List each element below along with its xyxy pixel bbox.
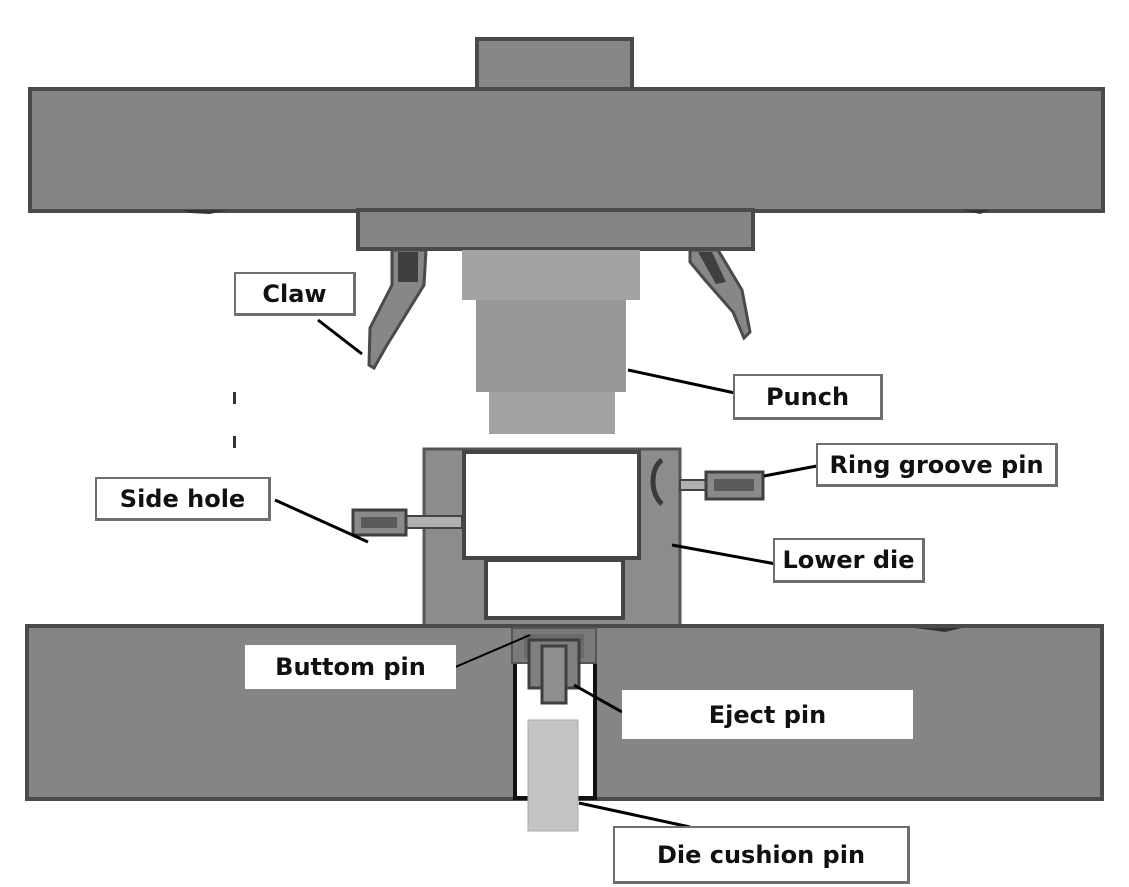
punch-upper-step (462, 250, 640, 300)
leader-claw (317, 318, 363, 356)
upper-plate-nub-left (182, 210, 228, 214)
lower-plate-nub-right (915, 628, 962, 632)
guide-dash-1 (233, 392, 236, 404)
eject-pin-body (540, 644, 568, 705)
leader-punch (627, 368, 736, 395)
label-punch: Punch (733, 374, 883, 420)
side-hole-pin-core (361, 517, 397, 528)
ram-boss (475, 37, 634, 94)
label-eject-pin: Eject pin (622, 690, 913, 739)
ring-groove (650, 457, 664, 506)
leader-die-cushion-pin (578, 801, 691, 829)
side-hole-channel (404, 515, 463, 529)
punch-holder (356, 208, 755, 251)
punch-middle-step (476, 300, 626, 392)
leader-ring-groove-pin (763, 463, 823, 478)
claw-left-slot (398, 252, 418, 282)
leader-buttom-pin (452, 634, 531, 669)
ring-pin-channel (679, 479, 709, 491)
leader-lower-die (671, 543, 777, 566)
die-lower-cavity (484, 558, 625, 620)
label-side-hole: Side hole (95, 477, 271, 521)
die-cushion-pin-body (527, 719, 579, 832)
label-buttom-pin: Buttom pin (245, 645, 456, 689)
claw-right-slot (698, 252, 726, 284)
label-ring-groove-pin: Ring groove pin (816, 443, 1058, 487)
ring-groove-pin-core (714, 479, 754, 491)
die-upper-cavity (462, 450, 641, 560)
leader-eject-pin (573, 683, 623, 714)
punch-tip (489, 392, 615, 434)
upper-plate (28, 87, 1105, 213)
guide-dash-2 (233, 436, 236, 448)
upper-plate-nub-right (963, 210, 990, 214)
label-claw: Claw (234, 272, 356, 316)
label-lower-die: Lower die (773, 538, 925, 583)
claw-right (688, 248, 752, 341)
label-die-cushion-pin: Die cushion pin (613, 826, 910, 884)
leader-side-hole (274, 498, 369, 544)
